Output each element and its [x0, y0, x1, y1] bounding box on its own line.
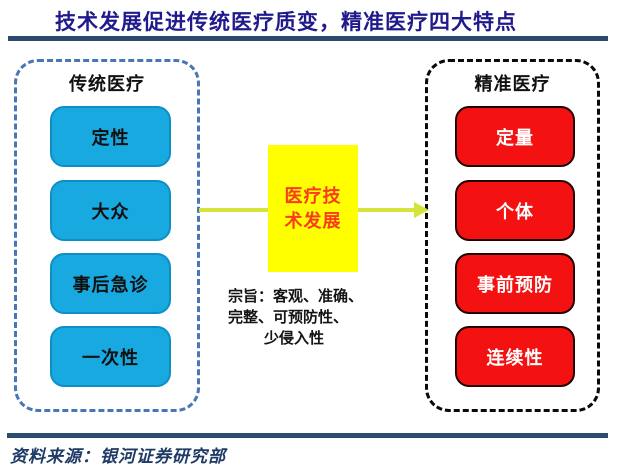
medical-technology-box: 医疗技 术发展 — [268, 145, 358, 272]
purpose-note-line3: 少侵入性 — [264, 330, 325, 347]
source-attribution: 资料来源：银河证券研究部 — [10, 447, 226, 466]
bottom-divider — [7, 433, 608, 438]
purpose-note-line2: 完整、可预防性、 — [228, 309, 349, 326]
traditional-item-mass: 大众 — [50, 180, 171, 241]
traditional-item-one-time: 一次性 — [50, 326, 171, 387]
page-title: 技术发展促进传统医疗质变，精准医疗四大特点 — [55, 11, 517, 34]
purpose-note: 宗旨：客观、准确、 完整、可预防性、 少侵入性 — [228, 286, 378, 349]
medical-technology-label-line1: 医疗技 — [284, 185, 342, 206]
traditional-medicine-title: 传统医疗 — [69, 74, 145, 94]
traditional-medicine-panel: 传统医疗 定性 大众 事后急诊 一次性 — [14, 59, 200, 412]
traditional-item-after-event-emergency: 事后急诊 — [50, 253, 171, 314]
precision-item-quantitative: 定量 — [455, 106, 575, 167]
precision-item-individual: 个体 — [455, 180, 575, 241]
traditional-item-qualitative: 定性 — [50, 106, 171, 167]
precision-medicine-title: 精准医疗 — [474, 74, 551, 94]
precision-medicine-panel: 精准医疗 定量 个体 事前预防 连续性 — [425, 59, 600, 412]
medical-technology-label-line2: 术发展 — [284, 210, 342, 231]
purpose-note-line1: 宗旨：客观、准确、 — [228, 288, 364, 305]
top-divider — [8, 36, 608, 41]
precision-item-continuity: 连续性 — [455, 326, 575, 387]
precision-item-pre-event-prevention: 事前预防 — [455, 253, 575, 314]
